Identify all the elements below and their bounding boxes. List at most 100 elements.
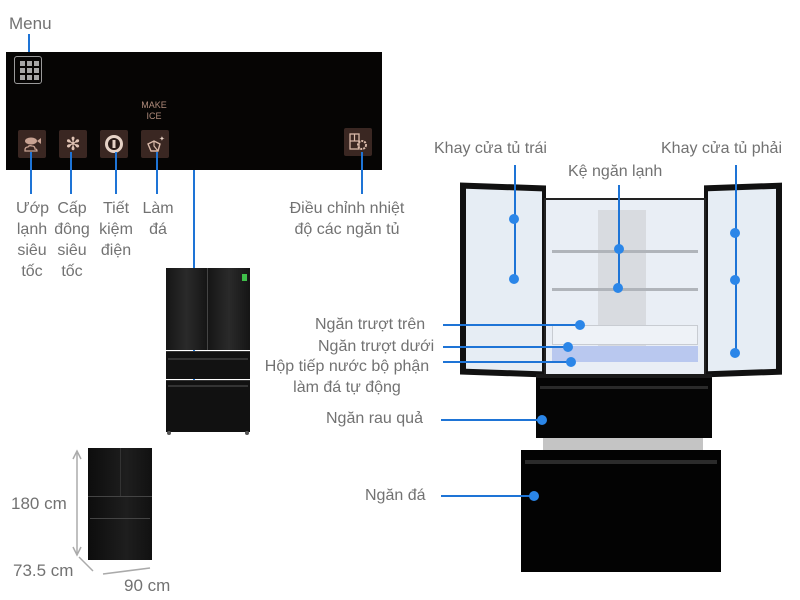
eco-power-button[interactable] xyxy=(100,130,128,158)
callout-line-rapid-cooling xyxy=(30,152,32,194)
label-line: đá xyxy=(149,221,167,238)
callout-dot xyxy=(537,415,547,425)
menu-label: Menu xyxy=(9,14,52,33)
grid-dot-icon xyxy=(20,75,25,80)
label-line: tốc xyxy=(61,263,83,280)
eco-power-label: Tiết kiệm điện xyxy=(96,198,136,261)
wheel xyxy=(167,431,171,435)
lower-slide-drawer-label: Ngăn trượt dưới xyxy=(318,338,435,355)
grid-dot-icon xyxy=(27,75,32,80)
shelf xyxy=(552,288,698,291)
left-door xyxy=(166,268,208,350)
grid-dot-icon xyxy=(34,75,39,80)
menu-button[interactable] xyxy=(14,56,42,84)
grid-dot-icon xyxy=(20,68,25,73)
grid-dot-icon xyxy=(34,61,39,66)
upper-slide-drawer-label: Ngăn trượt trên xyxy=(315,316,426,333)
callout-dot xyxy=(566,357,576,367)
make-ice-text: MAKE ICE xyxy=(141,100,167,121)
fish-cloud-icon xyxy=(24,137,41,152)
depth-dimension: 73.5 cm xyxy=(13,561,74,580)
callout-line-vegetable xyxy=(441,419,541,421)
fridge-front-thumbnail xyxy=(166,268,250,436)
right-door xyxy=(704,182,782,378)
label-line: Ướp xyxy=(16,200,50,217)
grid-dot-icon xyxy=(27,61,32,66)
wheel xyxy=(245,431,249,435)
energy-label-sticker xyxy=(242,274,247,281)
callout-line-eco-power xyxy=(115,152,117,194)
left-door-liner xyxy=(466,188,542,372)
lower-slide-drawer xyxy=(552,346,698,362)
rapid-cooling-label: Ướp lạnh siêu tốc xyxy=(16,198,50,282)
lower-drawer xyxy=(166,380,250,432)
callout-dot xyxy=(614,244,624,254)
freezer-drawer-body xyxy=(521,450,721,572)
grid-dot-icon xyxy=(27,68,32,73)
vegetable-drawer-label: Ngăn rau quả xyxy=(326,410,423,427)
callout-line-right-door-tray xyxy=(735,165,737,355)
callout-dot xyxy=(509,274,519,284)
callout-line-temperature xyxy=(361,152,363,194)
label-line: Làm xyxy=(142,200,174,217)
callout-dot xyxy=(730,228,740,238)
snowflake-icon: ✻ xyxy=(65,133,81,154)
right-door-tray-label: Khay cửa tủ phải xyxy=(661,140,783,157)
callout-line-rapid-freeze xyxy=(70,152,72,194)
label-line: đông xyxy=(54,221,90,238)
drawer-rail xyxy=(543,438,703,450)
make-ice-button[interactable]: ✦ xyxy=(141,130,169,158)
fridge-3d-thumbnail xyxy=(88,448,152,560)
shelf xyxy=(552,250,698,253)
vegetable-drawer-body xyxy=(536,374,712,438)
height-dimension: 180 cm xyxy=(11,494,67,513)
callout-line-fridge-shelf xyxy=(618,185,620,290)
ice-maker-tank-label: Hộp tiếp nước bộ phận làm đá tự động xyxy=(256,356,438,398)
freezer-drawer-label: Ngăn đá xyxy=(365,487,426,504)
callout-line-upper-slide xyxy=(443,324,578,326)
rapid-cooling-button[interactable] xyxy=(18,130,46,158)
rapid-freeze-button[interactable]: ✻ xyxy=(59,130,87,158)
label-line: siêu xyxy=(17,242,47,259)
ice-cube-icon: ✦ xyxy=(147,135,165,152)
svg-text:✦: ✦ xyxy=(159,135,165,143)
label-line: kiệm xyxy=(99,221,133,238)
label-line: điện xyxy=(100,242,132,259)
callout-dot xyxy=(509,214,519,224)
make-ice-label: Làm đá xyxy=(140,198,176,240)
label-line: lạnh xyxy=(16,221,48,238)
menu-callout-line xyxy=(28,34,30,64)
grid-dot-icon xyxy=(34,68,39,73)
callout-dot xyxy=(613,283,623,293)
label-line: làm đá tự động xyxy=(293,379,401,396)
temperature-settings-icon xyxy=(349,133,367,150)
rapid-freeze-label: Cấp đông siêu tốc xyxy=(53,198,91,282)
callout-line-lower-slide xyxy=(443,346,567,348)
label-line: siêu xyxy=(57,242,87,259)
left-door-tray-label: Khay cửa tủ trái xyxy=(434,140,547,157)
control-panel: MAKE ICE ✻ ✦ xyxy=(6,52,382,170)
callout-dot xyxy=(730,275,740,285)
eco-power-icon xyxy=(105,135,123,153)
temperature-settings-label: Điều chỉnh nhiệt độ các ngăn tủ xyxy=(282,198,412,240)
callout-line-make-ice xyxy=(156,152,158,194)
right-door xyxy=(208,268,250,350)
callout-dot xyxy=(563,342,573,352)
label-line: Điều chỉnh nhiệt xyxy=(289,200,405,217)
width-dimension: 90 cm xyxy=(124,576,171,595)
label-line: Hộp tiếp nước bộ phận xyxy=(264,358,430,375)
label-line: Tiết xyxy=(102,200,130,217)
temperature-settings-button[interactable] xyxy=(344,128,372,156)
left-door xyxy=(460,182,546,378)
grid-dot-icon xyxy=(20,61,25,66)
callout-dot xyxy=(575,320,585,330)
fridge-shelf-label: Kệ ngăn lạnh xyxy=(568,163,663,180)
callout-line-freezer xyxy=(441,495,533,497)
upper-drawer xyxy=(166,351,250,379)
callout-dot xyxy=(730,348,740,358)
right-door-liner xyxy=(708,188,776,372)
callout-line-ice-tank xyxy=(443,361,571,363)
upper-slide-drawer xyxy=(552,325,698,345)
label-line: Cấp xyxy=(57,200,87,217)
label-line: tốc xyxy=(21,263,43,280)
